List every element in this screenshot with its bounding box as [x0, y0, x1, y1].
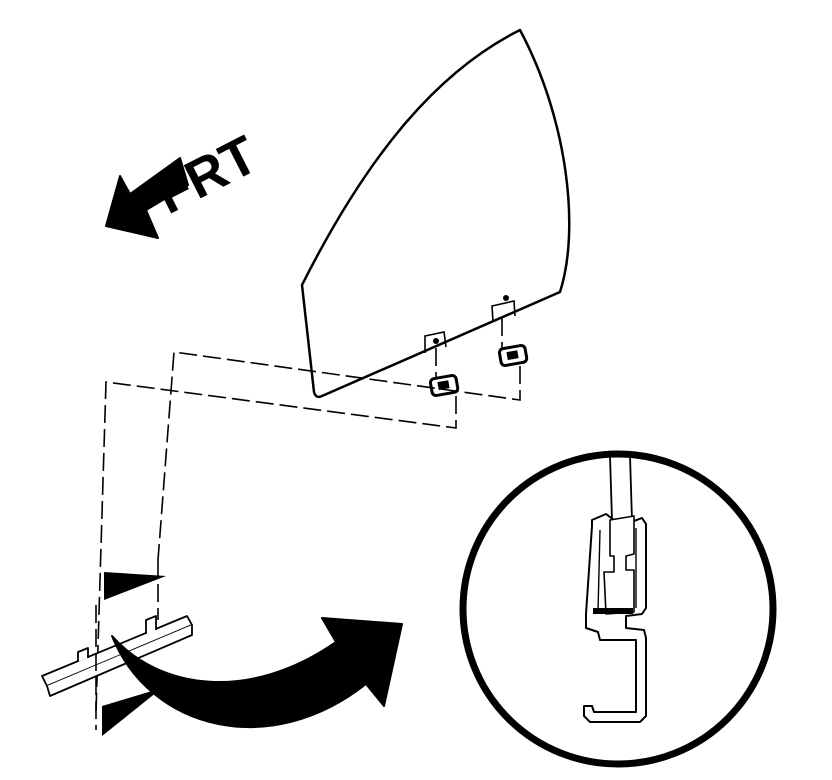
- glass-mounting-tab-front: [424, 331, 447, 353]
- sash-channel-tab-rear: [145, 615, 157, 634]
- glass-clip-rear: [497, 343, 529, 367]
- sash-channel-tab-front: [77, 647, 89, 662]
- sash-vertical-reference-line: [95, 560, 159, 730]
- sash-channel-edge: [46, 625, 193, 697]
- detail-clip-insert: [603, 515, 635, 615]
- front-arrow-icon: [105, 157, 189, 239]
- section-marker-upper: [104, 572, 166, 600]
- section-marker-lower: [102, 688, 162, 736]
- detail-glass-edge: [609, 455, 633, 521]
- detail-clip-base: [593, 608, 633, 614]
- detail-channel-inner-line: [597, 528, 637, 613]
- glass-clips: [428, 343, 529, 397]
- window-glass: [300, 28, 571, 399]
- glass-tab-hole-rear: [503, 295, 509, 301]
- lower-sash-channel: [41, 615, 193, 697]
- leader-line-rear-clip: [157, 318, 521, 561]
- glass-clip-front: [428, 373, 460, 397]
- direction-label: FRT: [146, 125, 267, 226]
- detail-view-circle: [459, 450, 777, 768]
- leader-line-front-clip: [95, 348, 457, 713]
- window-glass-outline: [300, 28, 571, 399]
- detail-view-arrow-icon: [111, 617, 403, 728]
- glass-mounting-tab-rear: [491, 300, 516, 323]
- alignment-leader-lines: [95, 318, 521, 713]
- front-direction-indicator: FRT: [105, 125, 267, 239]
- glass-tab-hole-front: [433, 338, 439, 344]
